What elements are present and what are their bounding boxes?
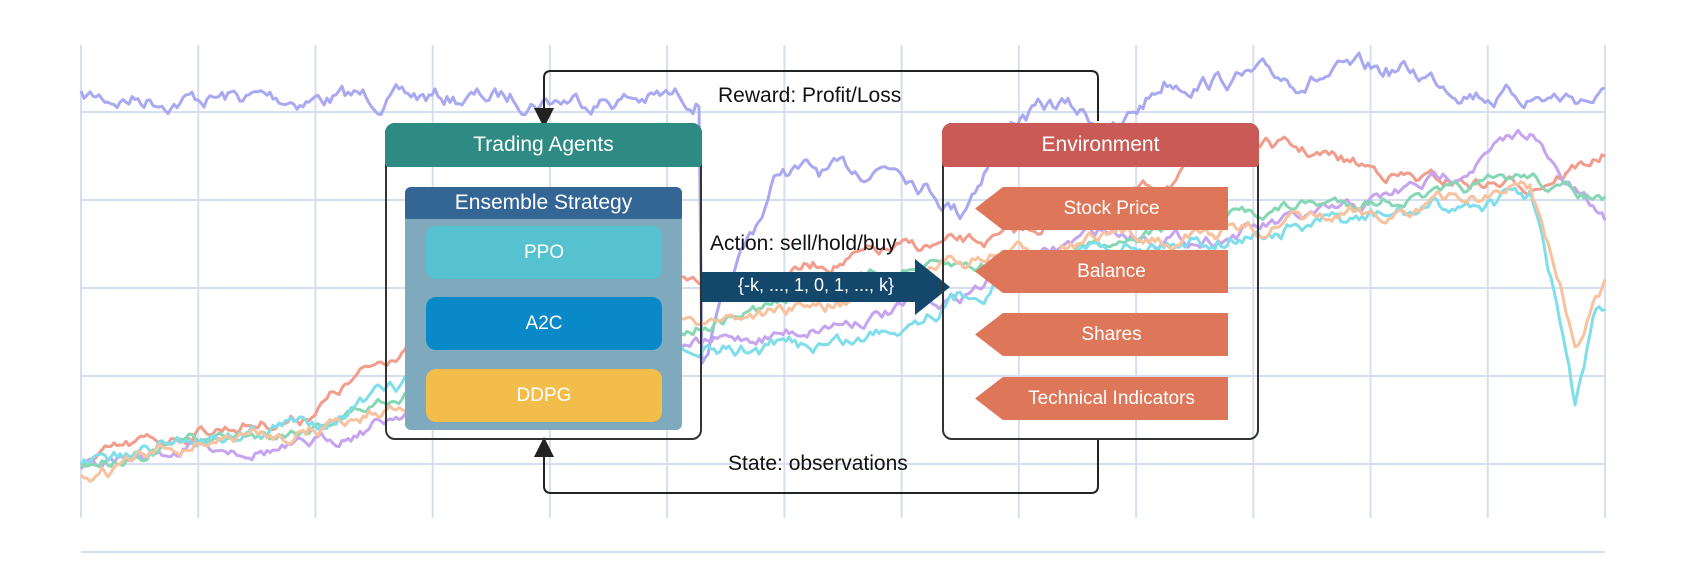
action-values-label: {-k, ..., 1, 0, 1, ..., k} bbox=[738, 275, 895, 295]
trading-agents-panel: Trading Agents bbox=[385, 123, 702, 440]
state-label: State: observations bbox=[728, 452, 908, 475]
trading-agents-title: Trading Agents bbox=[385, 123, 702, 167]
action-label: Action: sell/hold/buy bbox=[710, 232, 897, 255]
ppo-algorithm: PPO bbox=[426, 226, 662, 279]
state-feedback-line bbox=[534, 437, 1099, 494]
ensemble-strategy-title: Ensemble Strategy bbox=[405, 187, 682, 219]
env-item-shares: Shares bbox=[975, 313, 1228, 356]
environment-panel: Environment bbox=[942, 123, 1259, 440]
environment-title: Environment bbox=[942, 123, 1259, 167]
background-series-line bbox=[79, 186, 1606, 466]
env-item-balance: Balance bbox=[975, 250, 1228, 293]
background-series-line bbox=[79, 51, 1606, 365]
a2c-algorithm: A2C bbox=[426, 297, 662, 350]
ddpg-algorithm: DDPG bbox=[426, 369, 662, 422]
background-series bbox=[79, 51, 1607, 483]
env-item-technical-indicators: Technical Indicators bbox=[975, 377, 1228, 420]
reward-feedback-line bbox=[534, 70, 1099, 128]
reward-label: Reward: Profit/Loss bbox=[718, 84, 902, 107]
env-item-stock-price: Stock Price bbox=[975, 187, 1228, 230]
background-series-line bbox=[79, 135, 1606, 468]
action-arrow bbox=[700, 259, 950, 315]
